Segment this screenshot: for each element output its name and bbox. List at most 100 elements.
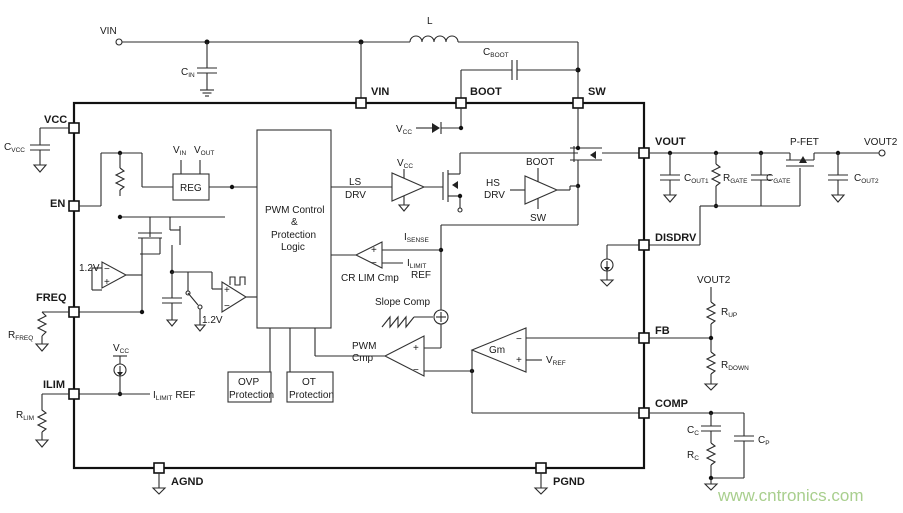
rfreq-label: RFREQ <box>8 330 33 342</box>
ls-fet <box>442 152 578 213</box>
vin-label: VIN <box>100 26 117 37</box>
ls-driver: LS DRV VCC <box>331 158 443 212</box>
ot-line1: OT <box>302 377 316 388</box>
svg-text:−: − <box>516 334 522 345</box>
hs-fet <box>570 108 640 189</box>
slope-comp: Slope Comp <box>375 297 449 349</box>
pwm-comparator: + − PWM Cmp <box>314 328 475 377</box>
pwm-cmp-2: Cmp <box>352 353 374 364</box>
ovp-line1: OVP <box>238 377 259 388</box>
pin-sw-label: SW <box>588 86 606 98</box>
reg-vin-label: VIN <box>173 145 186 157</box>
hs-drv-2: DRV <box>484 190 505 201</box>
pin-comp[interactable] <box>638 407 650 419</box>
comp-network: CC RC CP <box>649 410 770 491</box>
pin-vcc-label: VCC <box>44 114 67 126</box>
pin-vcc[interactable] <box>68 122 80 134</box>
cc-label: CC <box>687 425 699 437</box>
cin-label: CIN <box>181 67 195 79</box>
ilimit-ref-top-2: REF <box>411 270 431 281</box>
svg-text:+: + <box>516 355 522 366</box>
pin-pgnd[interactable] <box>535 462 547 474</box>
pin-ilim-label: ILIM <box>43 379 65 391</box>
pin-agnd[interactable] <box>153 462 165 474</box>
vref-label: VREF <box>546 355 566 367</box>
ot-line2: Protection <box>289 390 334 401</box>
p-fet: P-FET VOUT2 COUT2 <box>786 137 898 203</box>
pin-vout[interactable] <box>638 147 650 159</box>
watermark: www.cntronics.com <box>717 486 863 505</box>
svg-text:−: − <box>413 365 419 376</box>
rfreq-resistor: RFREQ <box>8 311 69 352</box>
boot-vcc-label: VCC <box>396 124 412 136</box>
ot-block: OT Protection <box>286 328 334 403</box>
vout-network: COUT1 RGATE CGATE <box>644 150 801 246</box>
ilimit-ref-top-label: ILIMIT <box>407 258 426 270</box>
cr-lim-cmp-label: CR LIM Cmp <box>341 273 399 284</box>
svg-text:−: − <box>371 258 377 269</box>
pin-sw[interactable] <box>572 97 584 109</box>
pwm-line2: & <box>291 217 298 228</box>
pin-freq-label: FREQ <box>36 292 67 304</box>
ref-1v2-b-label: 1.2V <box>202 315 223 326</box>
svg-text:+: + <box>224 285 230 296</box>
rc-label: RC <box>687 450 699 462</box>
pin-agnd-label: AGND <box>171 476 203 488</box>
pin-boot-label: BOOT <box>470 86 502 98</box>
svg-text:−: − <box>224 301 230 312</box>
pin-en-label: EN <box>50 198 65 210</box>
pin-fb[interactable] <box>638 332 650 344</box>
cout2-label: COUT2 <box>854 173 879 185</box>
pin-pgnd-label: PGND <box>553 476 585 488</box>
ovp-line2: Protection <box>229 390 274 401</box>
ls-vcc-label: VCC <box>397 158 413 170</box>
cboot-capacitor: CBOOT <box>460 47 578 103</box>
ilim-vcc-label: VCC <box>113 343 129 355</box>
hs-sw-label: SW <box>530 213 547 224</box>
pfet-label: P-FET <box>790 137 819 148</box>
gm-label: Gm <box>489 345 505 356</box>
hs-driver: HS DRV BOOT SW <box>484 157 578 224</box>
pin-boot[interactable] <box>455 97 467 109</box>
cgate-label: CGATE <box>766 173 791 185</box>
boot-diode: VCC <box>396 108 464 136</box>
ovp-block: OVP Protection <box>227 328 274 403</box>
svg-text:+: + <box>371 245 377 256</box>
pwm-cmp-1: PWM <box>352 341 376 352</box>
ls-drv-2: DRV <box>345 190 366 201</box>
reg-label: REG <box>180 183 202 194</box>
pin-freq[interactable] <box>68 306 80 318</box>
slope-comp-label: Slope Comp <box>375 297 430 308</box>
pwm-line4: Logic <box>281 242 305 253</box>
inductor-label: L <box>427 16 433 27</box>
vout2-top-label: VOUT2 <box>864 137 898 148</box>
svg-text:+: + <box>104 277 110 288</box>
pin-vout-label: VOUT <box>655 136 686 148</box>
cboot-label: CBOOT <box>483 47 509 59</box>
pin-fb-label: FB <box>655 325 670 337</box>
freq-oscillator: − + 1.2V + − 1.2V <box>79 214 257 332</box>
disdrv-source <box>599 244 639 287</box>
cin-capacitor: CIN <box>181 42 217 97</box>
reg-block: REG VIN VOUT <box>172 145 257 201</box>
vin-net: VIN <box>100 26 410 103</box>
pin-en[interactable] <box>68 200 80 212</box>
ref-1v2-a-label: 1.2V <box>79 263 100 274</box>
pin-ilim[interactable] <box>68 388 80 400</box>
gm-amplifier: Gm − + VREF <box>470 327 640 414</box>
pin-vin[interactable] <box>355 97 367 109</box>
en-network <box>79 150 173 207</box>
pwm-line1: PWM Control <box>265 205 324 216</box>
pin-disdrv[interactable] <box>638 239 650 251</box>
pwm-line3: Protection <box>271 230 316 241</box>
cr-lim-comparator: + − ILIMIT REF CR LIM Cmp <box>331 241 431 284</box>
hs-drv-1: HS <box>486 178 500 189</box>
pin-comp-label: COMP <box>655 398 688 410</box>
vout2-fb-label: VOUT2 <box>697 275 731 286</box>
pwm-logic-block: PWM Control & Protection Logic <box>256 129 332 329</box>
rlim-resistor: RLIM <box>16 393 69 448</box>
hs-boot-label: BOOT <box>526 157 554 168</box>
fb-divider: VOUT2 RUP RDOWN <box>649 275 749 391</box>
